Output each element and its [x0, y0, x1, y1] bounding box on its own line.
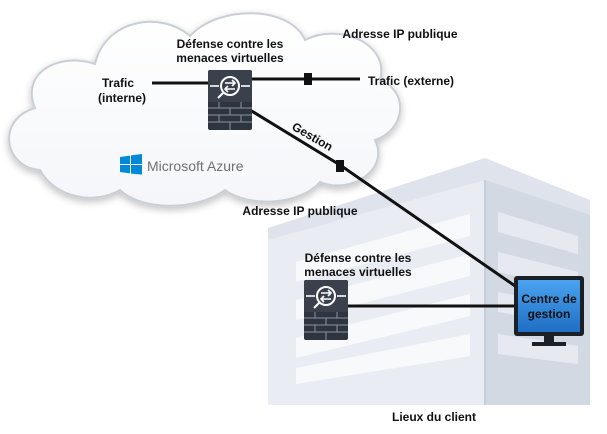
site-caption: Lieux du client	[392, 410, 476, 424]
windows-logo-icon	[120, 154, 142, 175]
public-ip-bottom-label: Adresse IP publique	[242, 204, 357, 218]
management-link-lower	[339, 163, 519, 290]
management-center-label-line2: gestion	[528, 307, 571, 321]
traffic-internal-label-line2: (interne)	[98, 91, 146, 105]
traffic-external-label: Trafic (externe)	[368, 74, 454, 88]
public-ip-junction-top	[304, 73, 312, 85]
cloud-firewall-label-line1: Défense contre les	[177, 37, 284, 51]
public-ip-top-label: Adresse IP publique	[342, 27, 457, 41]
site-firewall-label-line2: menaces virtuelles	[304, 265, 412, 279]
cloud-firewall-label-line2: menaces virtuelles	[176, 51, 284, 65]
public-ip-junction-bottom	[336, 160, 344, 172]
traffic-internal-label-line1: Trafic	[102, 76, 134, 90]
management-link	[249, 108, 341, 167]
azure-label: Microsoft Azure	[147, 158, 244, 174]
cloud-icon	[8, 12, 402, 207]
firewall-icon	[207, 69, 253, 131]
site-firewall-label-line1: Défense contre les	[305, 251, 412, 265]
firewall-icon	[303, 279, 349, 341]
management-center-label-line1: Centre de	[521, 292, 577, 306]
monitor-icon	[514, 276, 584, 346]
